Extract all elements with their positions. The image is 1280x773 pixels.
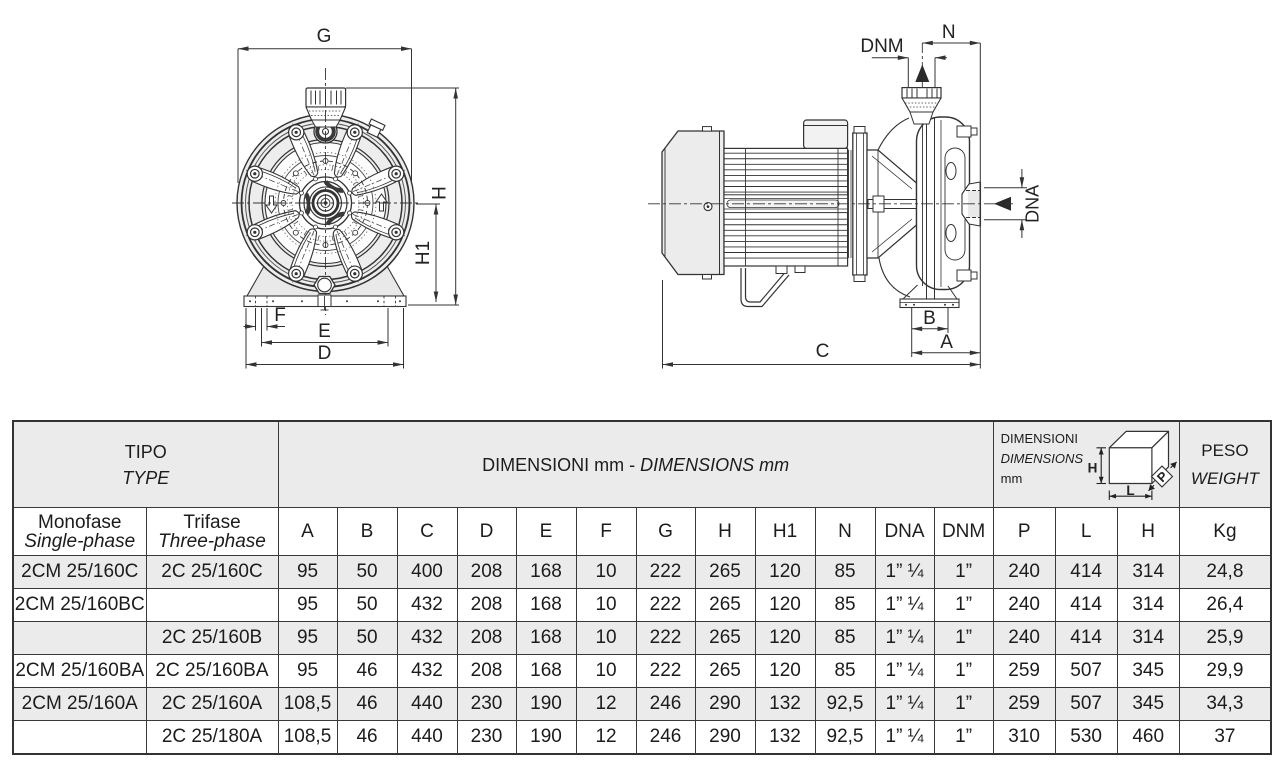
svg-text:A: A [940, 332, 953, 353]
svg-text:H: H [1087, 461, 1097, 476]
svg-text:F: F [274, 305, 286, 326]
svg-text:H1: H1 [413, 241, 434, 265]
svg-text:L: L [1126, 483, 1134, 498]
svg-text:C: C [816, 341, 830, 362]
svg-text:E: E [318, 321, 331, 342]
svg-text:D: D [318, 343, 332, 364]
svg-text:B: B [923, 308, 936, 329]
svg-text:N: N [942, 22, 956, 43]
svg-text:DNM: DNM [860, 36, 903, 57]
svg-text:DNA: DNA [1023, 185, 1043, 223]
svg-text:G: G [317, 26, 332, 47]
svg-text:H: H [430, 186, 451, 200]
